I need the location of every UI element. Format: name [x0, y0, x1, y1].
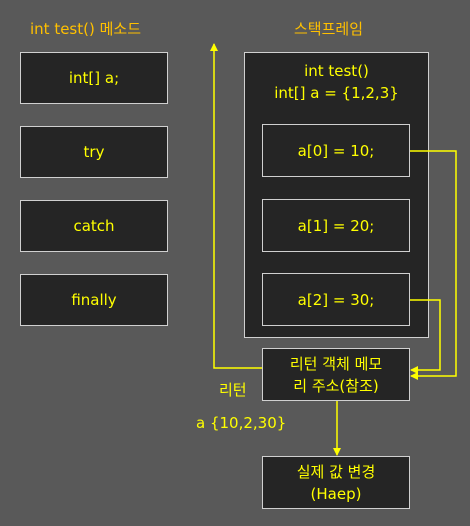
return-reference-box: 리턴 객체 메모 리 주소(참조) [262, 348, 410, 401]
frame-cell-label: a[1] = 20; [297, 216, 375, 235]
method-block-declaration: int[] a; [20, 52, 168, 104]
method-block-label: finally [71, 291, 117, 309]
frame-cell-label: a[2] = 30; [297, 290, 375, 309]
method-block-label: catch [73, 217, 115, 235]
method-block-try: try [20, 126, 168, 178]
frame-array-declaration: int[] a = {1,2,3} [274, 84, 399, 102]
frame-cell-a0: a[0] = 10; [262, 124, 410, 177]
return-reference-line1: 리턴 객체 메모 [289, 354, 383, 373]
frame-cell-a1: a[1] = 20; [262, 199, 410, 252]
method-block-finally: finally [20, 274, 168, 326]
method-title: int test() 메소드 [30, 20, 142, 38]
frame-method-signature: int test() [304, 62, 369, 80]
heap-line1: 실제 값 변경 [296, 462, 376, 481]
stack-frame-title: 스택프레임 [294, 20, 364, 38]
stack-frame-header: int test() int[] a = {1,2,3} [274, 60, 399, 104]
heap-line2: (Haep) [310, 484, 362, 503]
a0-reference-arrow [410, 150, 457, 380]
heap-box: 실제 값 변경 (Haep) [262, 456, 410, 509]
frame-cell-label: a[0] = 10; [297, 141, 375, 160]
method-block-label: try [83, 143, 105, 161]
method-block-catch: catch [20, 200, 168, 252]
return-arrow [210, 43, 262, 369]
frame-cell-a2: a[2] = 30; [262, 273, 410, 326]
method-block-label: int[] a; [68, 69, 120, 87]
return-label: 리턴 [219, 381, 247, 399]
return-reference-line2: 리 주소(참조) [293, 376, 379, 395]
a2-reference-arrow [410, 299, 441, 374]
array-value-label: a {10,2,30} [196, 414, 287, 432]
